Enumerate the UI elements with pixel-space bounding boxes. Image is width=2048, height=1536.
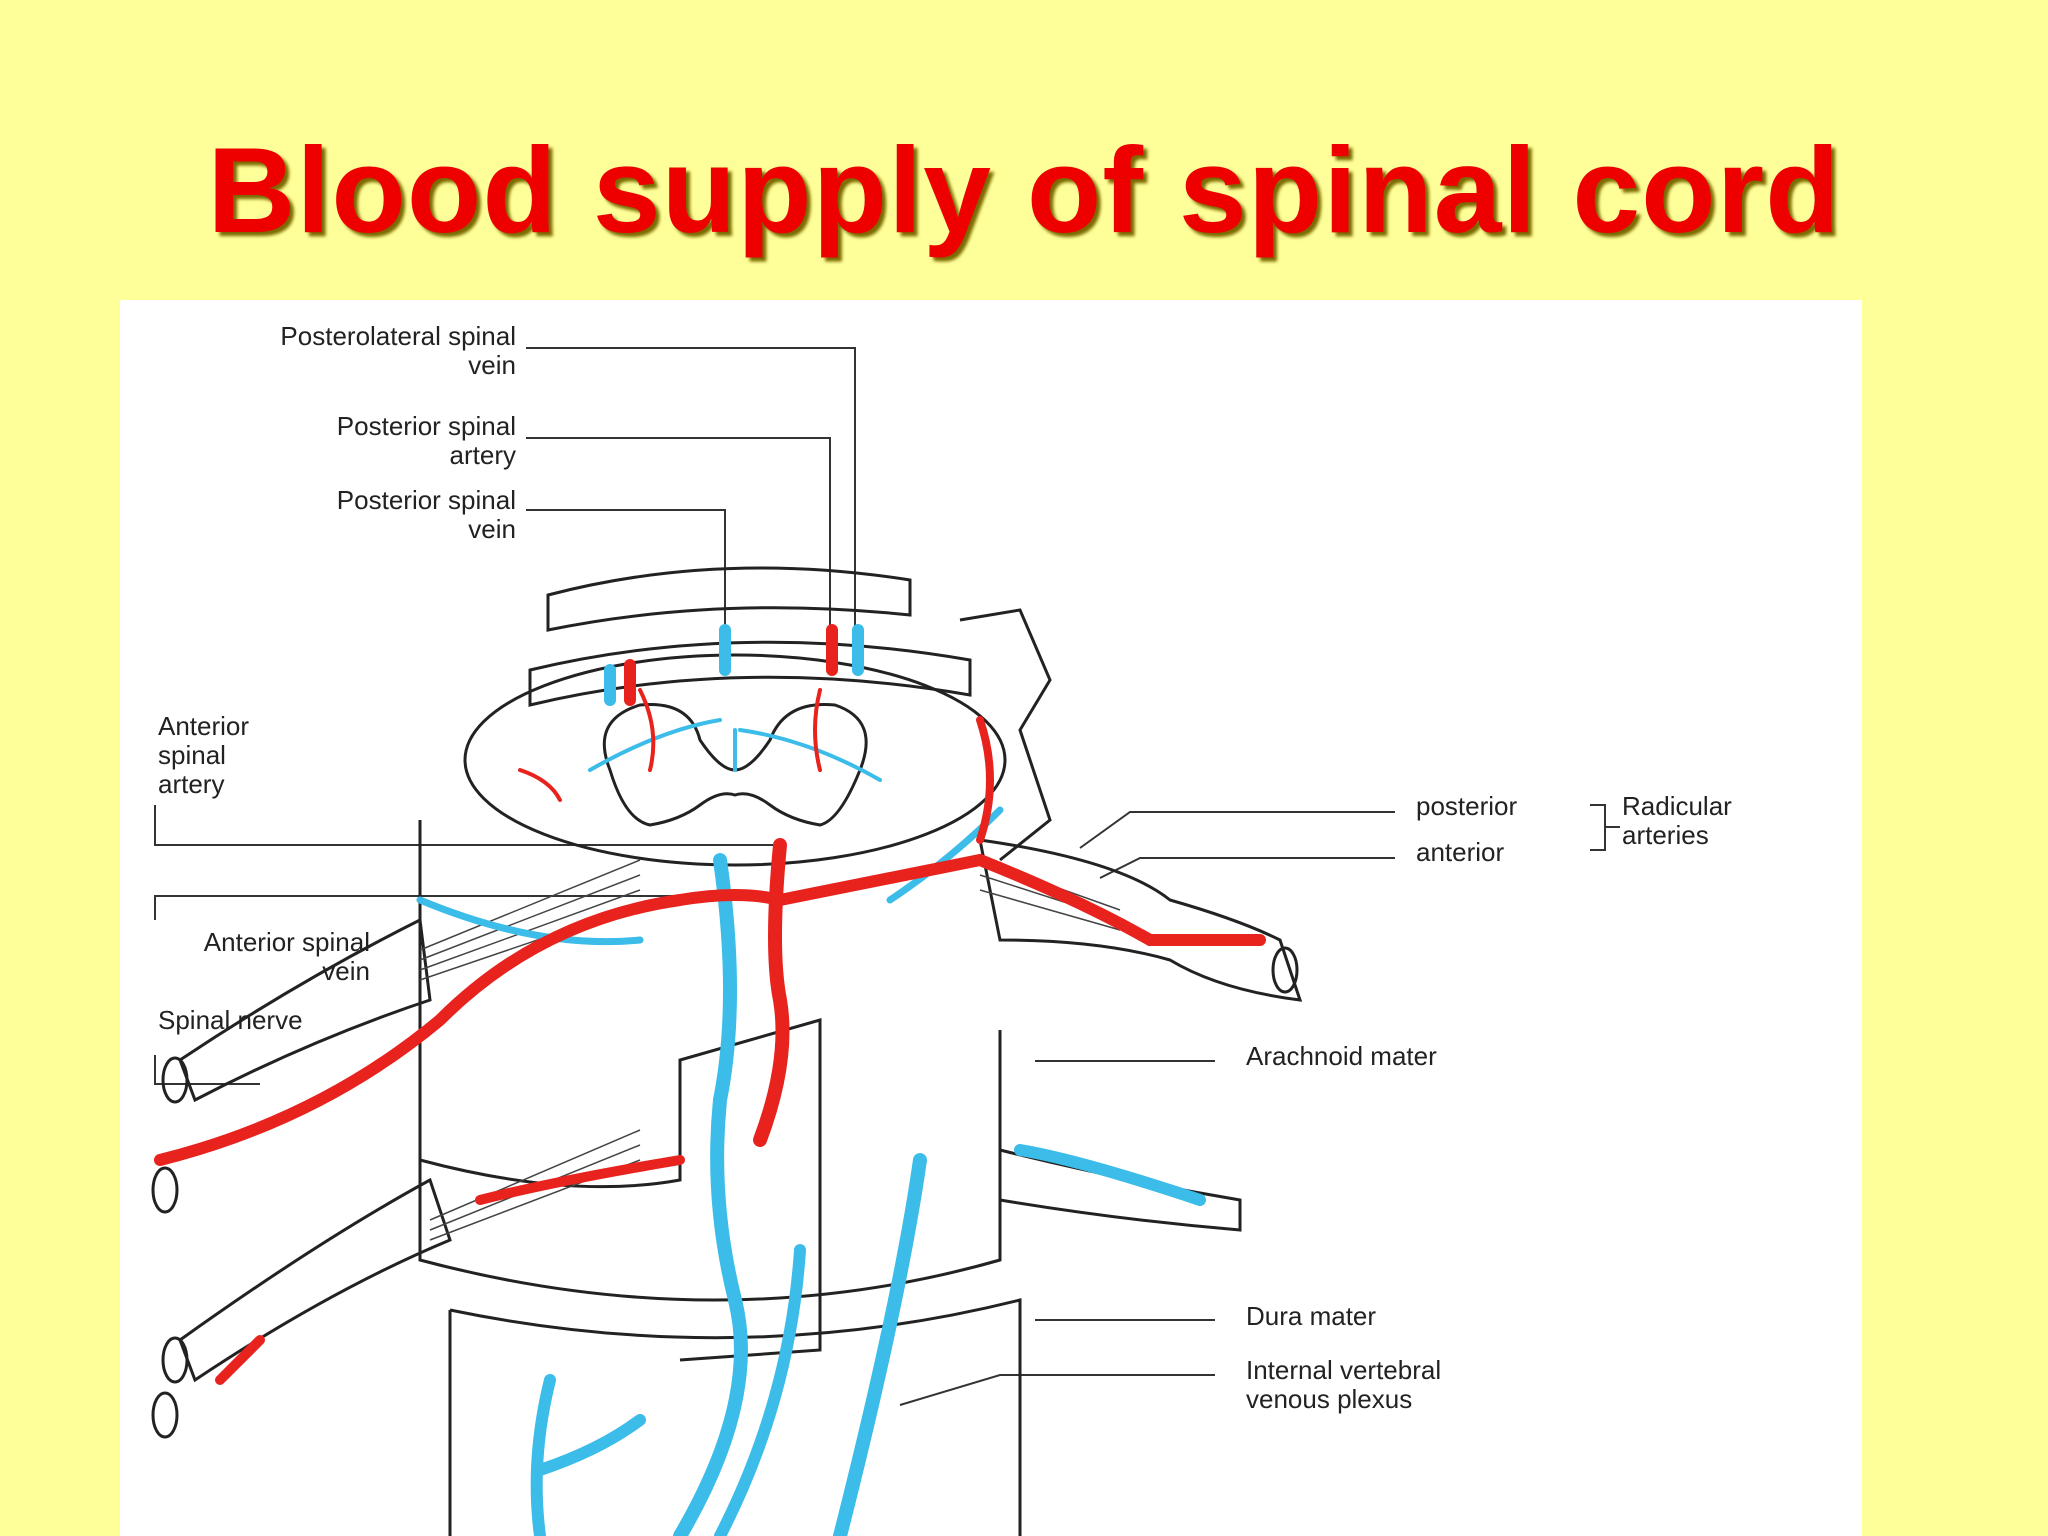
dura-top-band (528, 640, 972, 707)
leader-anterior-artery (154, 805, 780, 846)
label-internal-vertebral-venous-plexus: Internal vertebral venous plexus (1246, 1355, 1442, 1414)
leader-anterior-vein (154, 895, 700, 920)
leader-radicular-posterior (1079, 811, 1395, 849)
left-spinal-nerve-lower (178, 1177, 452, 1383)
arachnoid-outline (418, 820, 1002, 1302)
rootlets (419, 859, 1121, 1241)
right-radicular-artery (774, 853, 1266, 946)
label-radicular-posterior: posterior (1416, 791, 1518, 821)
intramedullary-veins (588, 718, 882, 782)
right-dura-flap (959, 608, 1052, 862)
arteries (154, 624, 1266, 1385)
leader-lines (154, 347, 1620, 1406)
nerve-stump-5 (1271, 946, 1299, 994)
spinal-cord-diagram (151, 347, 1620, 1536)
internal-venous-plexus-2 (1014, 1144, 1206, 1206)
meninges-outlines (151, 566, 1303, 1536)
label-anterior-spinal-vein: Anterior spinal vein (203, 927, 370, 986)
nerve-stump-3 (161, 1336, 189, 1384)
label-spinal-nerve: Spinal nerve (158, 1005, 303, 1035)
nerve-stump-1 (161, 1056, 189, 1104)
diagram-panel: Posterolateral spinal vein Posterior spi… (120, 300, 1862, 1536)
leader-radicular-anterior (1099, 857, 1395, 879)
leader-radicular-bracket (1590, 804, 1606, 851)
sulcal-arteries (518, 688, 822, 802)
right-posterior-radicular-artery (976, 716, 994, 844)
dura-lower-cylinder (448, 1298, 1022, 1536)
dura-upper-rim (546, 566, 912, 632)
left-lower-artery-stub (215, 1335, 265, 1385)
anterior-spinal-vein (673, 853, 748, 1536)
label-dura-mater: Dura mater (1246, 1301, 1377, 1331)
label-radicular-anterior: anterior (1416, 837, 1505, 867)
label-radicular-arteries: Radicular arteries (1622, 791, 1732, 850)
veins (416, 624, 1206, 1536)
left-radicular-artery-upper (154, 889, 786, 1166)
slide-title: Blood supply of spinal cord (207, 122, 1841, 258)
leader-posterior-vein (526, 509, 726, 630)
right-spinal-nerve (978, 838, 1303, 1002)
nerve-stump-4 (151, 1391, 179, 1439)
label-arachnoid-mater: Arachnoid mater (1246, 1041, 1437, 1071)
label-anterior-spinal-artery: Anterior spinal artery (158, 711, 250, 799)
left-segmental-vein (416, 896, 644, 946)
lower-radicular-artery (475, 1155, 685, 1205)
spinal-cord-cross-section (463, 653, 1007, 867)
dura-cut-step (419, 1018, 822, 1362)
leader-posterolateral-vein (526, 347, 856, 630)
leader-venous-plexus (899, 1374, 1215, 1406)
label-posterior-spinal-artery: Posterior spinal artery (336, 411, 516, 470)
nerve-stump-2 (151, 1166, 179, 1214)
leader-posterior-artery (526, 437, 831, 630)
internal-venous-plexus-4 (530, 1374, 646, 1536)
grey-matter (602, 702, 868, 827)
label-posterior-spinal-vein: Posterior spinal vein (336, 485, 516, 544)
anterior-spinal-artery (753, 838, 790, 1147)
label-posterolateral-spinal-vein: Posterolateral spinal vein (280, 321, 516, 380)
internal-venous-plexus-1 (833, 1153, 927, 1536)
internal-venous-plexus-3 (714, 1244, 806, 1536)
right-lower-nerve (998, 1148, 1242, 1232)
